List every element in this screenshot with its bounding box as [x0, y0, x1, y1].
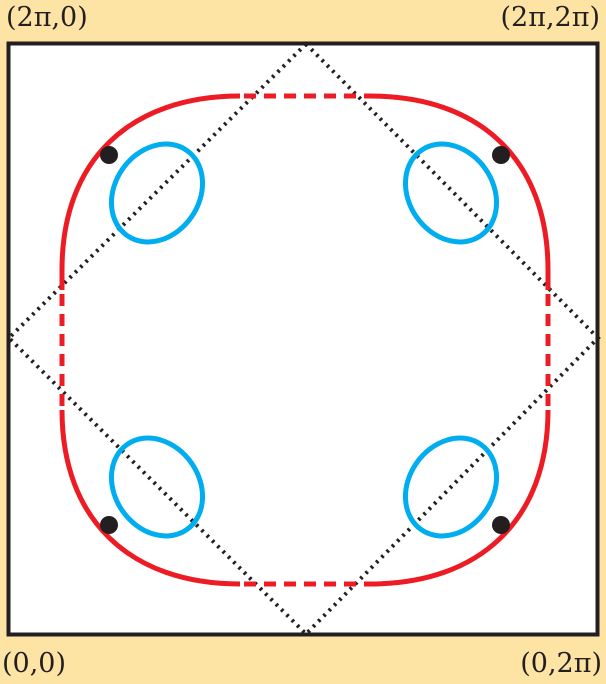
red-arc-bottom-right	[369, 409, 551, 587]
blue-ellipse-bottom-right	[402, 435, 500, 539]
corner-label-top-left: (2π,0)	[6, 2, 88, 33]
corner-label-bottom-left: (0,0)	[2, 648, 67, 679]
point-bottom-right	[492, 516, 510, 534]
point-top-left	[100, 146, 118, 164]
blue-ellipse-top-left	[108, 141, 206, 245]
red-dashed-segments	[59, 93, 551, 587]
blue-ellipses	[108, 141, 500, 539]
corner-label-bottom-right: (0,2π)	[520, 648, 602, 679]
point-top-right	[492, 146, 510, 164]
point-bottom-left	[100, 516, 118, 534]
dotted-diamond	[6, 41, 601, 637]
black-points	[100, 146, 510, 534]
red-arc-top-right	[369, 93, 551, 290]
red-rounded-square	[59, 93, 551, 587]
red-arc-top-left	[59, 93, 241, 290]
diagram-panel	[6, 41, 600, 637]
red-arc-bottom-left	[59, 409, 241, 587]
blue-ellipse-bottom-left	[108, 435, 206, 539]
blue-ellipse-top-right	[402, 141, 500, 245]
corner-label-top-right: (2π,2π)	[500, 2, 601, 33]
